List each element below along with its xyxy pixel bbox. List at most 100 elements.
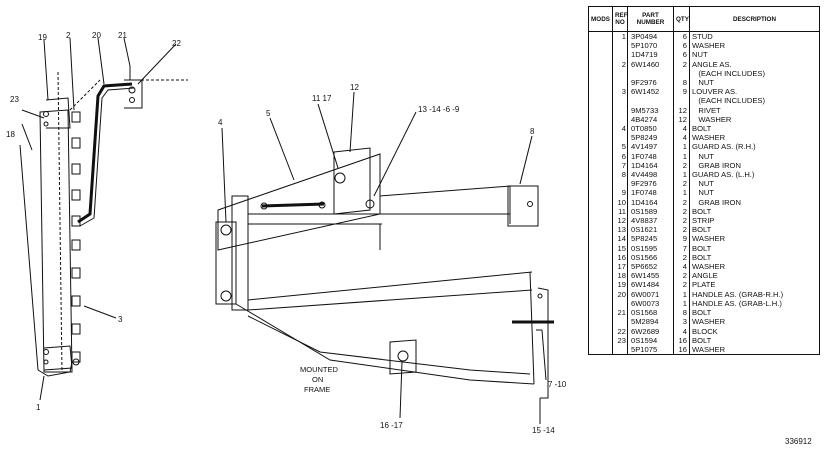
- mods-cell: [588, 179, 613, 189]
- guard-assembly: [215, 91, 554, 424]
- mods-cell: [588, 87, 613, 97]
- ref-cell: 23: [612, 335, 628, 345]
- mods-cell: [588, 298, 613, 309]
- description-cell: (EACH INCLUDES): [689, 68, 820, 79]
- description-cell: BLOCK: [689, 326, 820, 336]
- description-cell: BOLT: [689, 124, 820, 134]
- mods-cell: [588, 50, 613, 60]
- ref-cell: 13: [612, 225, 628, 235]
- mods-cell: [588, 335, 613, 345]
- qty-cell: 6: [673, 50, 690, 60]
- description-cell: BOLT: [689, 335, 820, 345]
- qty-cell: 2: [673, 179, 690, 189]
- description-cell: GUARD AS. (R.H.): [689, 142, 820, 152]
- part-number-cell: 3P0494: [627, 31, 674, 42]
- callout-13: 13 -14 -6 -9: [418, 105, 460, 114]
- description-cell: HANDLE AS. (GRAB-R.H.): [689, 289, 820, 299]
- part-number-cell: [627, 96, 674, 106]
- callout-21: 21: [118, 31, 127, 40]
- callout-5: 5: [266, 109, 271, 118]
- ref-cell: [612, 317, 628, 327]
- ref-cell: [612, 50, 628, 60]
- part-number-cell: 6W1460: [627, 59, 674, 69]
- description-cell: STRIP: [689, 216, 820, 226]
- header-part-number: PART NUMBER: [627, 6, 674, 32]
- mods-cell: [588, 280, 613, 290]
- mods-cell: [588, 289, 613, 299]
- callout-11-17: 11 17: [312, 94, 332, 103]
- ref-cell: 2: [612, 59, 628, 69]
- part-number-cell: 1F0748: [627, 188, 674, 198]
- ref-cell: 20: [612, 289, 628, 299]
- figure-number: 336912: [785, 437, 812, 446]
- description-cell: WASHER: [689, 133, 820, 143]
- mods-cell: [588, 133, 613, 143]
- description-cell: NUT: [689, 78, 820, 88]
- description-cell: WASHER: [689, 114, 820, 125]
- qty-cell: 2: [673, 216, 690, 226]
- part-number-cell: 0T0850: [627, 124, 674, 134]
- mods-cell: [588, 216, 613, 226]
- description-cell: (EACH INCLUDES): [689, 96, 820, 106]
- ref-cell: 5: [612, 142, 628, 152]
- qty-cell: 2: [673, 160, 690, 171]
- description-cell: BOLT: [689, 225, 820, 235]
- ref-cell: 22: [612, 326, 628, 336]
- mods-cell: [588, 78, 613, 88]
- qty-cell: [673, 96, 690, 106]
- callout-22: 22: [172, 39, 181, 48]
- ref-cell: 3: [612, 87, 628, 97]
- mods-cell: [588, 124, 613, 134]
- part-number-cell: 9F2976: [627, 78, 674, 88]
- description-cell: WASHER: [689, 317, 820, 327]
- mods-cell: [588, 188, 613, 198]
- ref-cell: 4: [612, 124, 628, 134]
- mods-cell: [588, 271, 613, 281]
- mods-cell: [588, 317, 613, 327]
- ref-cell: 7: [612, 160, 628, 171]
- qty-cell: 1: [673, 170, 690, 180]
- part-number-cell: 4V8837: [627, 216, 674, 226]
- header-mods: MODS: [588, 6, 613, 32]
- description-cell: PLATE: [689, 280, 820, 290]
- description-cell: LOUVER AS.: [689, 87, 820, 97]
- qty-cell: 12: [673, 105, 690, 115]
- description-cell: WASHER: [689, 262, 820, 272]
- ref-cell: 16: [612, 252, 628, 263]
- header-description: DESCRIPTION: [689, 6, 820, 32]
- ref-cell: [612, 68, 628, 79]
- qty-cell: 9: [673, 234, 690, 244]
- mounted-note-line-2: ON: [312, 375, 323, 384]
- ref-cell: 19: [612, 280, 628, 290]
- part-number-cell: 6W1484: [627, 280, 674, 290]
- description-cell: GUARD AS. (L.H.): [689, 170, 820, 180]
- qty-cell: 4: [673, 326, 690, 336]
- part-number-cell: 0S1566: [627, 252, 674, 263]
- qty-cell: 2: [673, 206, 690, 217]
- mods-cell: [588, 59, 613, 69]
- qty-cell: 2: [673, 59, 690, 69]
- ref-cell: [612, 344, 628, 356]
- qty-cell: 6: [673, 31, 690, 42]
- description-cell: BOLT: [689, 206, 820, 217]
- part-number-cell: 4V4498: [627, 170, 674, 180]
- mods-cell: [588, 41, 613, 51]
